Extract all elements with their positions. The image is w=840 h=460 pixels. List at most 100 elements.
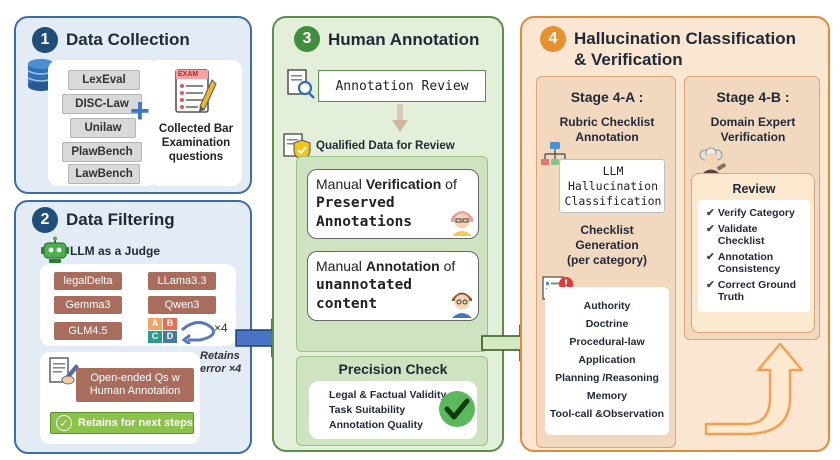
llm-classification-text: LLM Hallucination Classification (560, 164, 666, 209)
category-item: Memory (586, 390, 628, 402)
dataset-tag: PlawBench (62, 142, 142, 162)
annotator-avatar-icon (452, 292, 472, 318)
review-box: Review ✔Verify Category ✔Validate Checkl… (691, 173, 815, 333)
human-annotation-panel: 3 Human Annotation Annotation Review Qua… (272, 16, 504, 452)
dataset-tag: Unilaw (70, 118, 136, 138)
gen-line: (per category) (566, 253, 648, 267)
step-number-2: 2 (32, 207, 58, 233)
precision-check-box: Legal & Factual Validity Task Suitabilit… (309, 381, 477, 439)
annotation-review-box: Annotation Review (318, 70, 486, 102)
step-number-4: 4 (540, 26, 566, 52)
qualified-data-label: Qualified Data for Review (316, 140, 455, 152)
retains-line: Retains (200, 350, 240, 362)
loop-arrow-icon (181, 321, 215, 344)
review-item-label: Annotation Consistency (717, 251, 781, 275)
check-icon: ✔ (706, 207, 715, 219)
heading-text: of (441, 176, 457, 192)
stage-4a-box: Stage 4-A : Rubric Checklist Annotation … (536, 76, 676, 448)
gen-line: Checklist (580, 223, 634, 237)
categories-list: Authority Doctrine Procedural-law Applic… (545, 297, 669, 423)
stage-4b-sub-line: Domain Expert (710, 115, 796, 129)
quiz-letter: D (163, 331, 177, 343)
precision-check-title: Precision Check (338, 361, 448, 377)
precision-item: Annotation Quality (329, 419, 423, 431)
category-item: Doctrine (585, 318, 629, 330)
judge-avatar-icon (699, 147, 726, 175)
retains-next-label: Retains for next steps (78, 417, 193, 429)
step-number-3: 3 (294, 26, 320, 52)
heading-bold: Annotation (365, 258, 440, 274)
categories-box: Authority Doctrine Procedural-law Applic… (545, 287, 669, 435)
stage-4a-sub-line: Annotation (575, 130, 639, 144)
precision-item: Legal & Factual Validity (329, 389, 447, 401)
shield-check-icon (283, 133, 311, 161)
data-collection-title: Data Collection (66, 30, 190, 49)
review-item: ✔Correct Ground Truth (706, 279, 806, 303)
reviewer-avatar-icon (451, 211, 473, 236)
hallucination-title-line: & Verification (574, 50, 683, 69)
llm-judge-label: LLM as a Judge (70, 244, 161, 258)
exam-paper-icon (175, 69, 217, 113)
precision-check-container: Precision Check Legal & Factual Validity… (296, 356, 488, 446)
retains-next-badge: ✓ Retains for next steps (50, 412, 194, 434)
datasets-box: LexEval DISC-Law Unilaw PlawBench LawBen… (48, 60, 158, 186)
heading-text: Manual (316, 176, 366, 192)
hallucination-panel: 4 Hallucination Classification & Verific… (520, 16, 830, 452)
heading-text: of (439, 258, 456, 274)
quiz-options-icon: A B C D (148, 318, 178, 344)
unannotated-line: unannotated (316, 277, 413, 293)
open-ended-line: Human Annotation (89, 385, 181, 397)
dataset-tag: LexEval (68, 70, 140, 90)
exam-box: EXAM Collected Bar Examination questions (150, 60, 242, 186)
review-item-label: Verify Category (717, 207, 795, 219)
retains-line: error ×4 (200, 363, 242, 375)
stage-4a-title: Stage 4-A : (570, 89, 644, 105)
writing-hand-icon (49, 357, 79, 385)
up-curve-arrow (704, 342, 804, 436)
unannotated-content-text: unannotated content (316, 276, 412, 314)
green-check-icon (439, 391, 475, 427)
precision-item: Task Suitability (329, 404, 406, 416)
review-item: ✔Verify Category (706, 207, 806, 219)
category-item: Planning /Reasoning (555, 372, 659, 384)
stage-4a-sub-line: Rubric Checklist (559, 115, 655, 129)
review-item: ✔Validate Checklist (706, 223, 806, 247)
llm-line: Hallucination (567, 179, 658, 193)
quiz-letter: C (148, 331, 162, 343)
heading-text: Manual (316, 258, 366, 274)
preserved-line: Annotations (316, 214, 413, 230)
llm-line: Classification (564, 194, 662, 208)
manual-annotation-heading: Manual Annotation of (316, 258, 455, 274)
annotation-review-label: Annotation Review (335, 78, 469, 94)
review-item: ✔Annotation Consistency (706, 251, 806, 275)
model-tag: Gemma3 (54, 296, 122, 314)
heading-bold: Verification (365, 176, 442, 192)
retains-error-label: Retains error ×4 (200, 350, 241, 376)
review-title: Review (732, 182, 776, 196)
category-item: Tool-call &Observation (549, 408, 665, 420)
quiz-letter: B (163, 318, 177, 330)
times4-label: ×4 (214, 321, 228, 335)
models-box: legalDelta LLama3.3 Gemma3 Qwen3 GLM4.5 … (40, 264, 236, 346)
llm-line: LLM (602, 164, 624, 178)
database-icon (27, 59, 55, 91)
check-icon: ✔ (706, 251, 715, 263)
model-tag: GLM4.5 (54, 322, 122, 340)
stage-4a-subtitle: Rubric Checklist Annotation (537, 115, 677, 145)
review-list-box: ✔Verify Category ✔Validate Checklist ✔An… (698, 200, 810, 312)
stage-4b-subtitle: Domain Expert Verification (685, 115, 821, 145)
hallucination-title-line: Hallucination Classification (574, 29, 796, 48)
review-item-label: Correct Ground Truth (717, 279, 796, 303)
checklist-generation-label: Checklist Generation (per category) (537, 223, 677, 268)
manual-verification-card: Manual Verification of Preserved Annotat… (307, 169, 479, 239)
precision-check-list: Legal & Factual Validity Task Suitabilit… (329, 388, 446, 433)
category-item: Procedural-law (569, 336, 645, 348)
down-arrow (392, 104, 408, 132)
stage-4b-title: Stage 4-B : (716, 89, 790, 105)
qualified-data-container: Manual Verification of Preserved Annotat… (296, 156, 488, 352)
category-item: Application (578, 354, 636, 366)
preserved-line: Preserved (316, 195, 395, 211)
exam-caption-line: questions (168, 151, 224, 163)
check-icon: ✔ (706, 223, 715, 235)
model-tag: LLama3.3 (148, 272, 216, 290)
